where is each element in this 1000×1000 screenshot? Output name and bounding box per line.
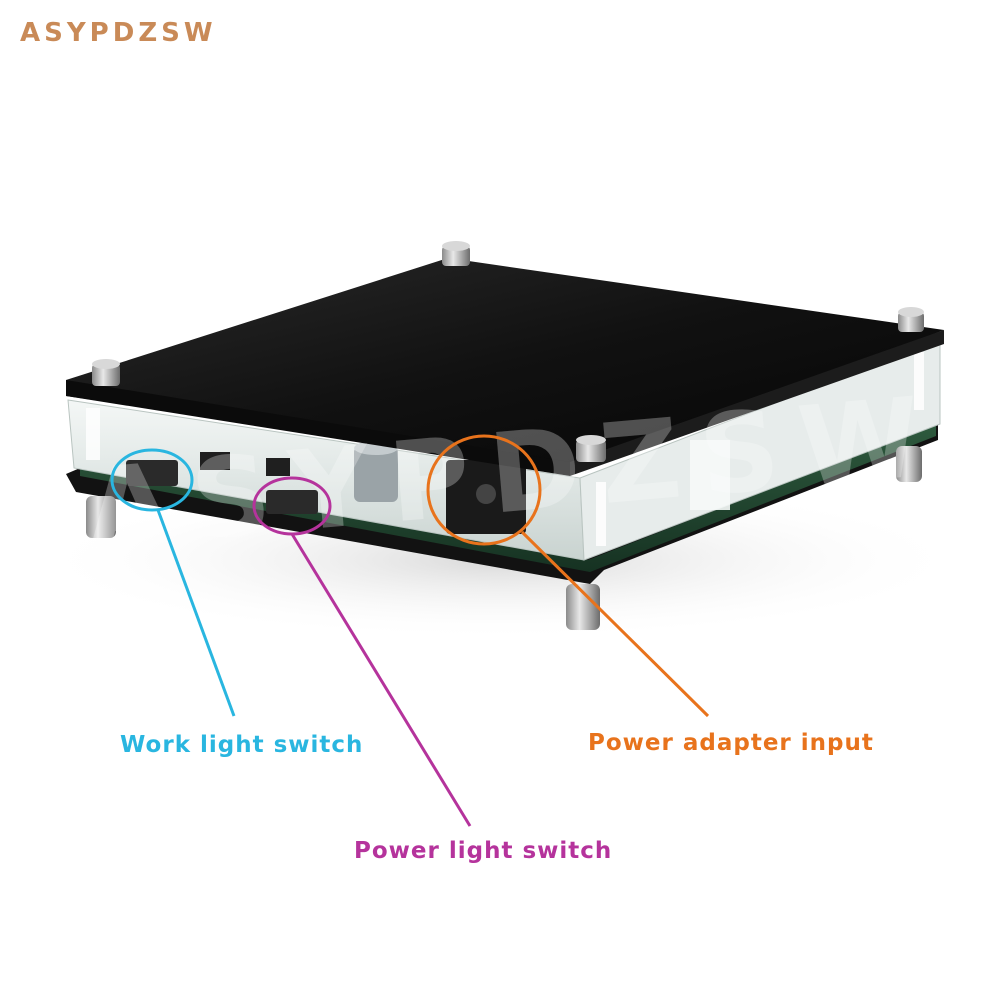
screw-top: [898, 307, 924, 332]
acrylic-highlight: [86, 408, 100, 460]
switch-component: [266, 490, 318, 514]
brand-logo: ASYPDZSW: [20, 18, 217, 48]
acrylic-highlight: [596, 482, 606, 546]
screw-top: [442, 241, 470, 266]
work-light-leader-line: [156, 509, 236, 717]
power-light-switch-label: Power light switch: [354, 838, 613, 864]
acrylic-highlight: [690, 440, 730, 510]
foot-standoff: [566, 584, 600, 630]
chip-component: [266, 458, 290, 476]
adapter-leader-line: [520, 530, 710, 718]
screw-top: [576, 435, 606, 462]
work-light-switch-label: Work light switch: [120, 732, 364, 758]
power-adapter-input-marker: [426, 434, 542, 546]
foot-standoff: [896, 446, 922, 482]
switch-component: [126, 460, 178, 486]
capacitor: [354, 446, 398, 502]
dc-jack-hole: [476, 484, 496, 504]
power-light-leader-line: [290, 533, 472, 827]
foot-standoff: [86, 496, 116, 538]
power-adapter-input-label: Power adapter input: [588, 730, 874, 756]
chip-component: [200, 452, 230, 470]
acrylic-highlight: [914, 352, 924, 410]
screw-top: [92, 359, 120, 386]
work-light-switch-marker: [110, 448, 194, 512]
top-plate-edge: [570, 330, 944, 476]
